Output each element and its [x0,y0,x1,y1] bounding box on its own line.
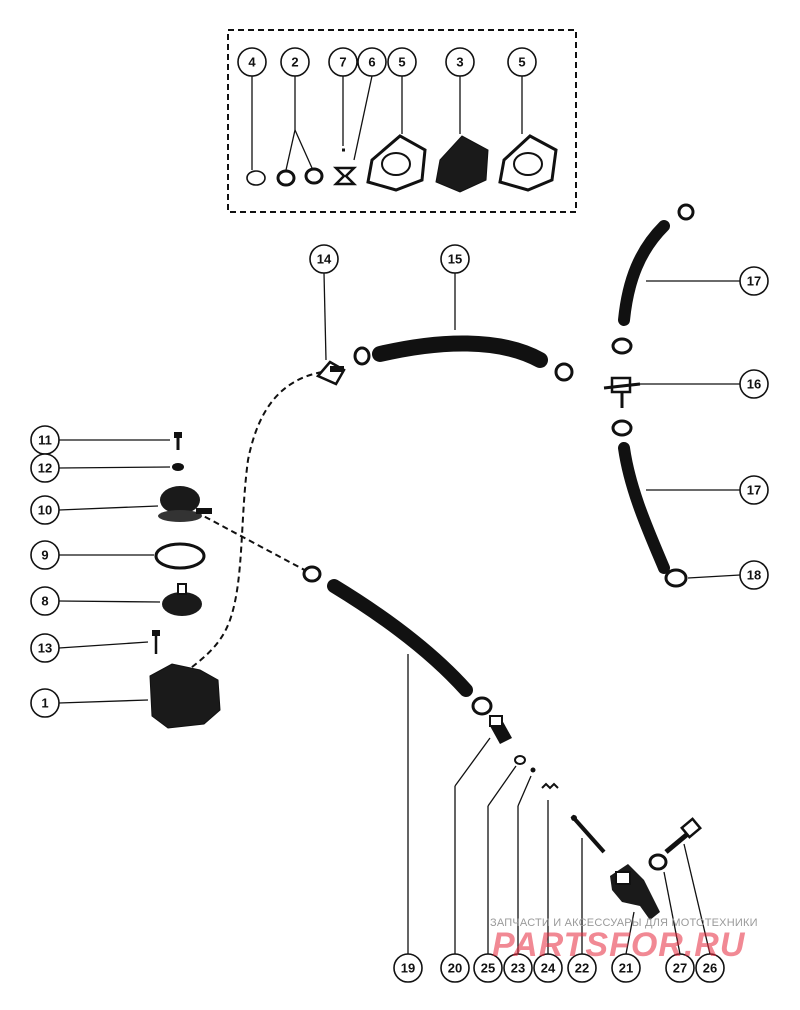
svg-text:1: 1 [41,696,48,711]
svg-text:6: 6 [368,55,375,70]
part-22-needle [570,814,606,854]
part-16-tee-fitting [603,376,641,408]
part-23-ball [530,767,536,773]
svg-text:25: 25 [481,961,495,976]
watermark-tagline: ЗАПЧАСТИ И АКСЕССУАРЫ ДЛЯ МОТОТЕХНИКИ [490,917,758,929]
callout-10: 10 [30,495,60,525]
svg-text:3: 3 [456,55,463,70]
svg-text:7: 7 [339,55,346,70]
svg-text:4: 4 [248,55,256,70]
part-15-hose [372,335,548,368]
svg-text:15: 15 [448,252,462,267]
fuel-line-10-to-19 [195,511,313,575]
svg-text:22: 22 [575,961,589,976]
svg-text:24: 24 [541,961,556,976]
svg-text:5: 5 [398,55,405,70]
svg-text:14: 14 [317,252,332,267]
svg-text:9: 9 [41,548,48,563]
svg-text:13: 13 [38,641,52,656]
svg-text:16: 16 [747,377,761,392]
part-18-clamp [664,568,688,588]
part-17-hose-upper [618,220,670,326]
callout-17-upper: 17 [739,266,769,296]
part-5-gasket-left [366,134,427,192]
part-11-screw [174,432,182,450]
callout-16: 16 [739,369,769,399]
part-6-retainer [332,166,358,186]
svg-text:17: 17 [747,483,761,498]
svg-text:19: 19 [401,961,415,976]
part-8-filter [162,583,202,616]
part-17-hose-lower [618,442,670,574]
callout-2: 2 [280,47,310,77]
callout-14: 14 [309,244,339,274]
part-12-washer [172,463,184,471]
svg-text:5: 5 [518,55,525,70]
callout-7: 7 [328,47,358,77]
callout-19: 19 [393,953,423,983]
kit-parts [246,134,558,193]
callout-22: 22 [567,953,597,983]
callout-5-right: 5 [507,47,537,77]
callout-8: 8 [30,586,60,616]
callout-23: 23 [503,953,533,983]
svg-text:12: 12 [38,461,52,476]
svg-text:10: 10 [38,503,52,518]
callout-12: 12 [30,453,60,483]
part-15-clamp [554,362,574,382]
watermark-logo: PARTSFOR.RU [492,926,746,964]
svg-text:20: 20 [448,961,462,976]
callout-3: 3 [445,47,475,77]
part-2-valve-b [304,167,324,185]
svg-text:11: 11 [38,433,52,448]
part-4-oring [246,170,266,186]
callout-17-lower: 17 [739,475,769,505]
part-20-fitting [489,715,512,744]
callout-6: 6 [357,47,387,77]
part-5-gasket-right [498,134,558,192]
callout-13: 13 [30,633,60,663]
callout-11: 11 [30,425,60,455]
svg-text:18: 18 [747,568,761,583]
part-14-fitting [315,360,346,386]
part-14-nut [353,346,371,366]
callout-9: 9 [30,540,60,570]
callout-21: 21 [611,953,641,983]
part-2-valve-a [276,169,296,187]
callout-25: 25 [473,953,503,983]
part-27-nut [648,853,668,871]
repair-kit-box [227,29,577,213]
callout-27: 27 [665,953,695,983]
callout-5-left: 5 [387,47,417,77]
svg-text:2: 2 [291,55,298,70]
part-1-pump-body [149,663,221,729]
callout-20: 20 [440,953,470,983]
fuel-line-pump-to-14 [185,371,323,673]
callout-24: 24 [533,953,563,983]
part-26-bolt [664,817,702,854]
part-13-screw [152,630,160,654]
part-10-cover [158,486,212,522]
main-leaders [58,272,741,955]
svg-text:21: 21 [619,961,633,976]
part-3-diaphragm [435,135,489,193]
part-9-ring [154,542,206,570]
svg-text:8: 8 [41,594,48,609]
svg-text:17: 17 [747,274,761,289]
part-19-hose [327,579,473,697]
callout-4: 4 [237,47,267,77]
callout-18: 18 [739,560,769,590]
callouts: 4 2 7 6 5 3 5 14 15 17 16 17 18 11 12 10… [30,47,769,983]
svg-text:27: 27 [673,961,687,976]
part-21-valve-body [610,864,660,920]
part-24-spring [541,782,559,790]
svg-text:26: 26 [703,961,717,976]
part-25-gasket [514,755,526,765]
callout-1: 1 [30,688,60,718]
callout-26: 26 [695,953,725,983]
kit-leaders [251,75,523,171]
callout-15: 15 [440,244,470,274]
svg-text:23: 23 [511,961,525,976]
